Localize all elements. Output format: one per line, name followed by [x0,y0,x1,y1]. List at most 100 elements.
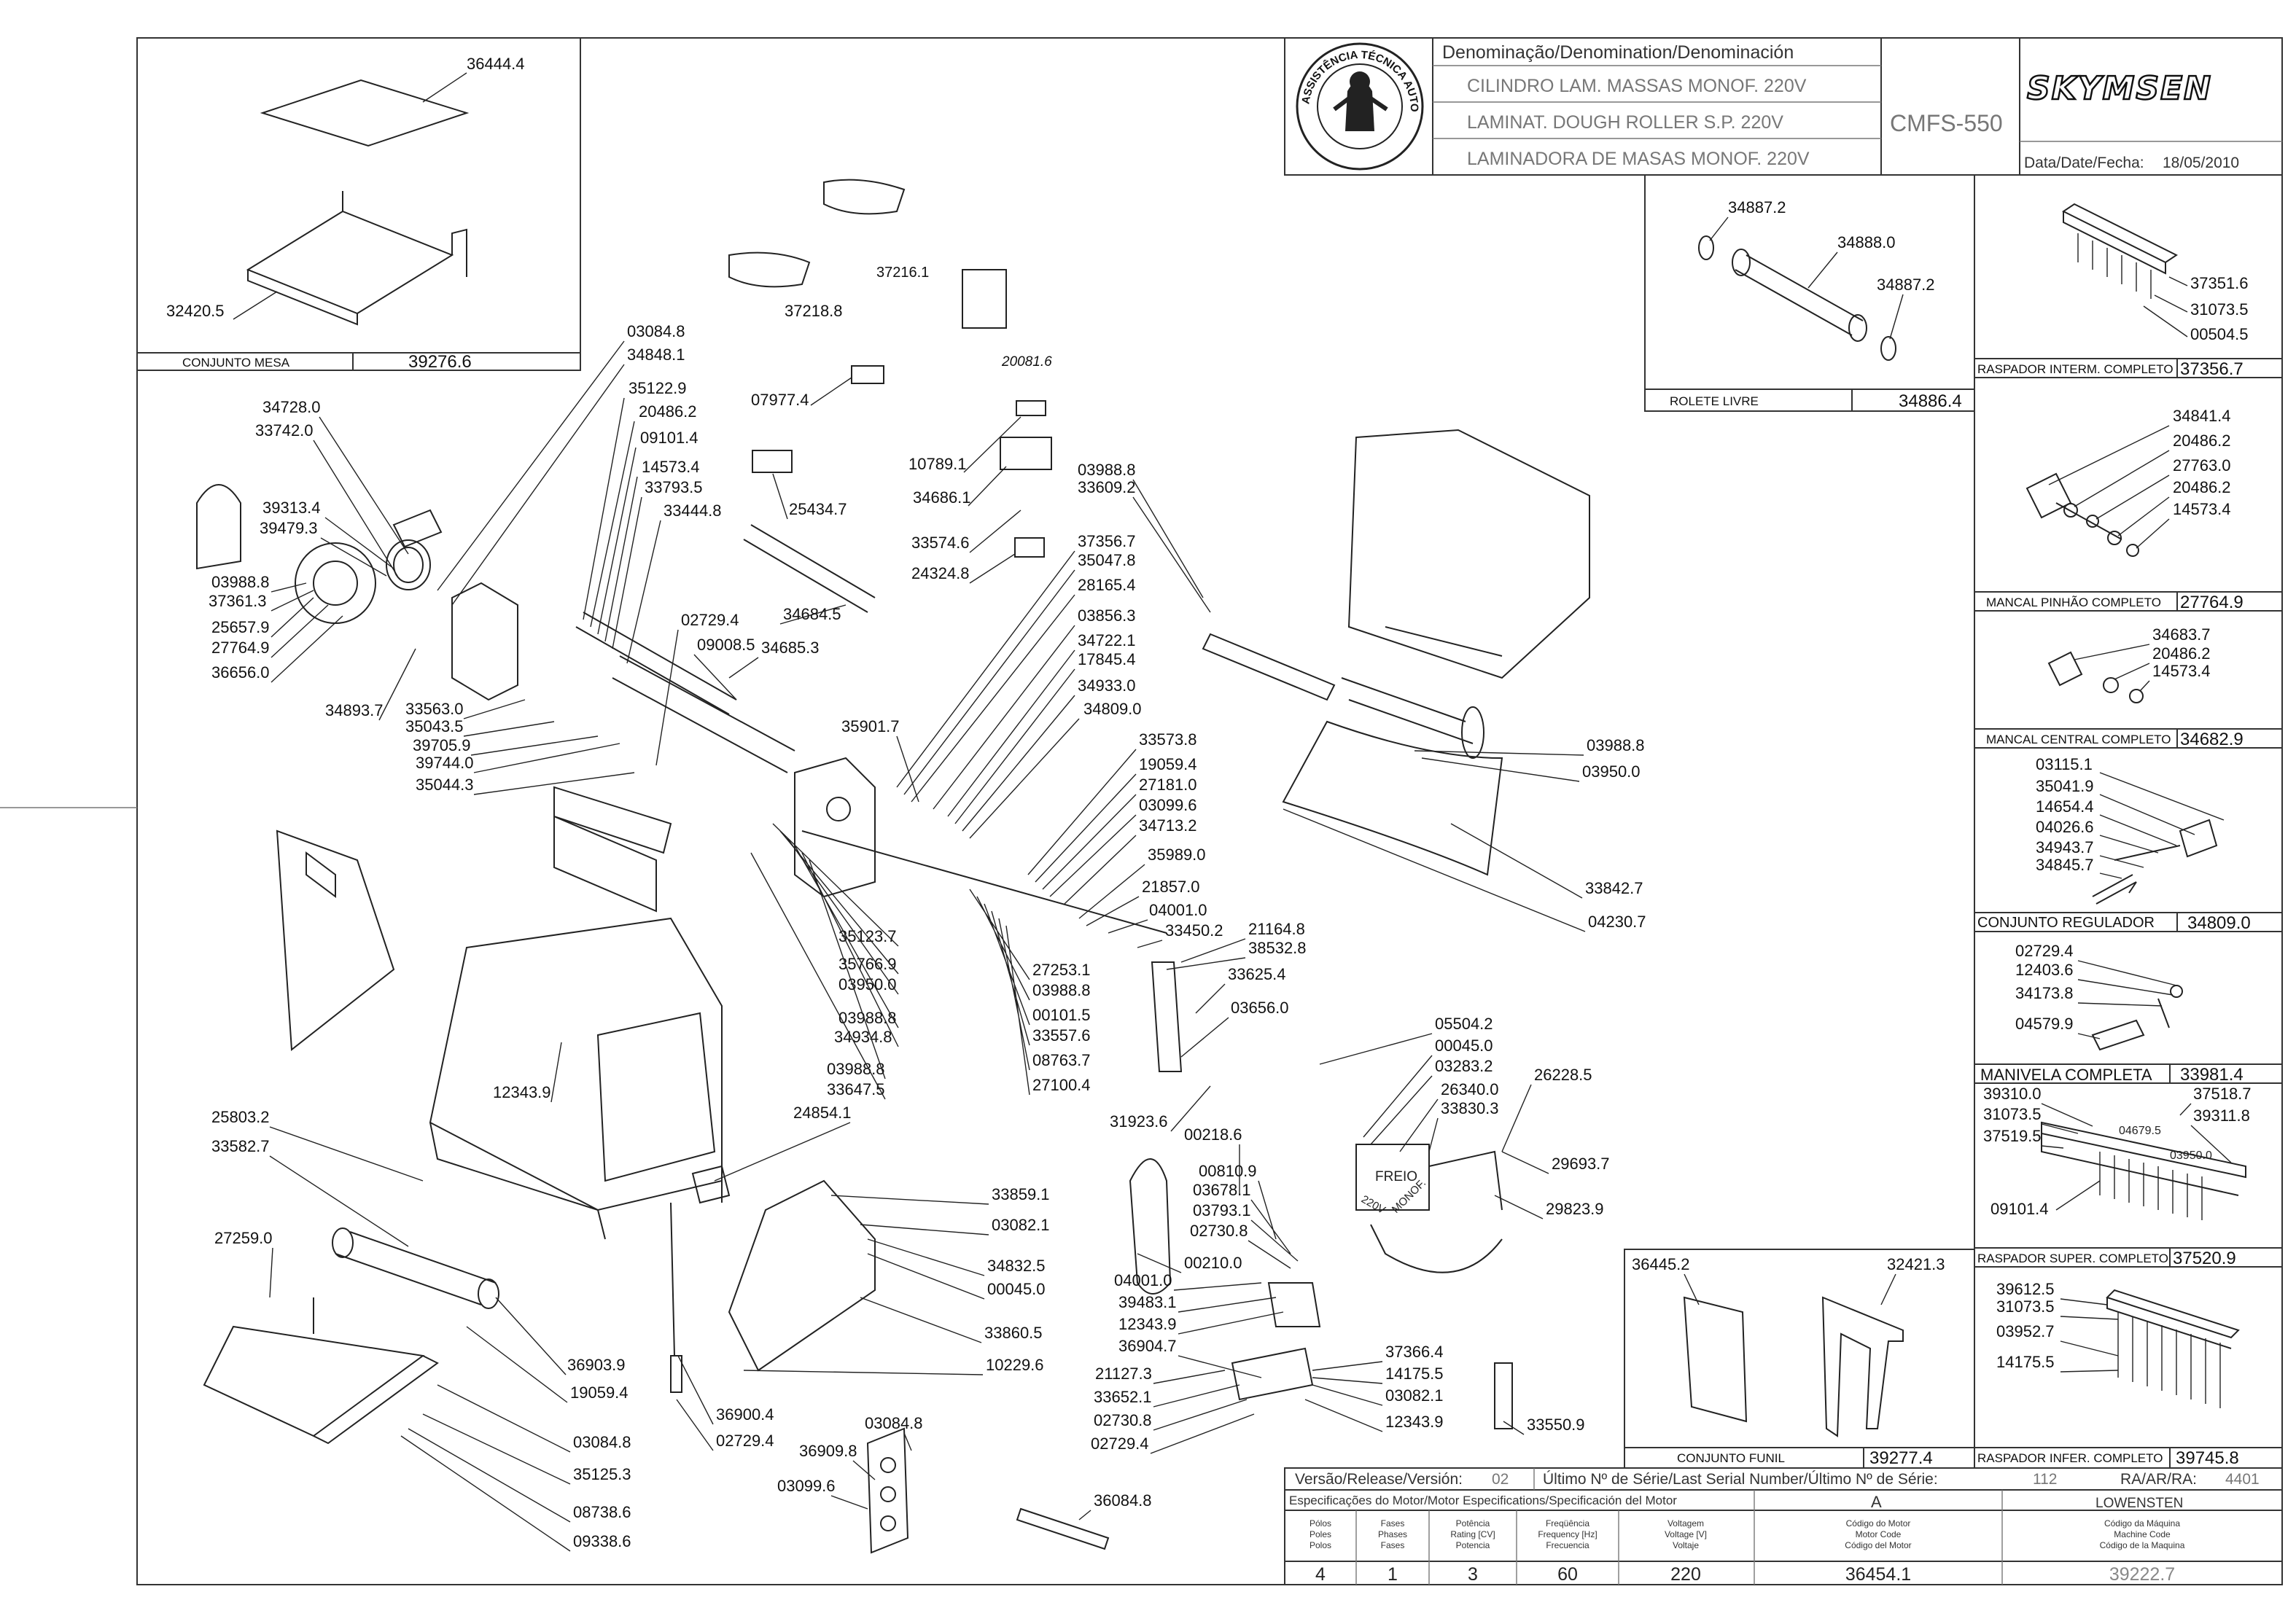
label-plate-icon [1000,437,1052,470]
spec-value-phases: 1 [1388,1564,1398,1585]
callout-label: 33444.8 [663,501,722,520]
spec-value-motor-code: 36454.1 [1845,1564,1911,1585]
callout-label: 27100.4 [1032,1076,1091,1094]
part: 34841.4 [2173,407,2231,425]
svg-text:ASSISTÊNCIA TÉCNICA AUTORIZADA: ASSISTÊNCIA TÉCNICA AUTORIZADA [0,0,1420,112]
caption: MANCAL PINHÃO COMPLETO [1986,596,2161,609]
col-header: Fases [1381,1518,1405,1529]
title-block: ASSISTÊNCIA TÉCNICA AUTORIZADA Denominaç… [0,0,2283,176]
part: 36444.4 [467,55,525,73]
spec-value-rating: 3 [1468,1564,1478,1585]
callout-label: 33450.2 [1165,921,1223,940]
serial-label: Último Nº de Série/Last Serial Number/Úl… [1543,1471,1938,1488]
callout-label: 34933.0 [1078,676,1136,695]
col-header: Frequency [Hz] [1538,1529,1597,1539]
callout-label: 03950.0 [1582,762,1641,781]
callout-label: 34685.3 [761,639,820,657]
callout-label: 25803.2 [211,1108,270,1126]
callout-label: 03084.8 [573,1433,631,1451]
callout-label: 20081.6 [1001,354,1052,370]
col-header: Polos [1310,1540,1331,1550]
brand-logo: SKYMSEN [2027,70,2212,107]
callout-label: 33830.3 [1441,1099,1499,1117]
label-plate-icon [1014,537,1045,558]
callout-label: 33842.7 [1585,879,1643,897]
label-plate-icon [1016,400,1046,416]
callout-label: 37366.4 [1385,1343,1444,1361]
callouts-lower-group: 12343.9 25803.2 33582.7 27259.0 36903.9 … [211,1042,1152,1552]
part: 39311.8 [2193,1106,2250,1125]
caption: RASPADOR SUPER. COMPLETO [1977,1252,2168,1265]
callout-label: 34686.1 [913,488,971,507]
callout-label: 14573.4 [642,458,700,476]
part: 20486.2 [2152,644,2211,663]
part: 27763.0 [2173,456,2231,475]
part: 39612.5 [1996,1280,2055,1298]
version-label: Versão/Release/Versión: [1295,1471,1463,1488]
logo-decal-icon [728,251,811,288]
callout-label: 10229.6 [986,1356,1044,1374]
callout-label: 33609.2 [1078,478,1136,496]
col-header: Frecuencia [1546,1540,1589,1550]
callouts-decals-group: 37216.1 37218.8 20081.6 07977.4 10789.1 … [728,179,1052,584]
part: 02729.4 [2015,942,2074,960]
code: 33981.4 [2180,1065,2244,1085]
part: 34683.7 [2152,625,2211,644]
col-header: Potencia [1456,1540,1490,1550]
part: 34887.2 [1728,198,1786,216]
callout-label: 25657.9 [211,618,270,636]
callout-label: 03988.8 [1078,461,1136,479]
callout-label: 34722.1 [1078,631,1136,649]
callout-label: 02729.4 [681,611,739,629]
part: 34173.8 [2015,984,2074,1002]
part: 36445.2 [1632,1255,1690,1273]
callout-label: 14175.5 [1385,1365,1444,1383]
box-conjunto-funil: CONJUNTO FUNIL 39277.4 36445.2 32421.3 [1624,1249,1975,1469]
part: 34888.0 [1837,233,1896,251]
part: 04579.9 [2015,1015,2074,1033]
callout-label: 03988.8 [211,573,270,591]
col-header: Código da Máquina [2104,1518,2180,1529]
part: 32420.5 [166,302,225,320]
part: 14573.4 [2152,662,2211,680]
label-plate-icon [752,450,793,473]
callout-label: 27259.0 [214,1229,273,1247]
part: 34943.7 [2036,838,2094,856]
box-mancal-central: MANCAL CENTRAL COMPLETO 34682.9 34683.7 … [1974,625,2282,749]
part: 14573.4 [2173,500,2231,518]
callout-label: 35122.9 [629,379,687,397]
callout-label: 10789.1 [908,455,967,473]
date-value: 18/05/2010 [2163,155,2239,171]
code: 34682.9 [2180,730,2244,749]
box-manivela-completa: MANIVELA COMPLETA 33981.4 02729.4 12403.… [1974,942,2282,1085]
caption: ROLETE LIVRE [1670,394,1759,408]
callout-label: 26340.0 [1441,1080,1499,1098]
callouts-left-group: 34728.0 33742.0 39313.4 39479.3 03988.8 … [209,398,416,721]
callout-label: 00810.9 [1199,1162,1257,1180]
sheet-border [136,37,2283,1585]
date-label: Data/Date/Fecha: [2024,155,2144,171]
col-header: Voltaje [1673,1540,1699,1550]
col-header: Voltage [V] [1665,1529,1707,1539]
model-code: CMFS-550 [1890,110,2003,136]
callout-label: 04001.0 [1149,901,1207,919]
callout-label: 37216.1 [876,265,929,281]
box-raspador-super: RASPADOR SUPER. COMPLETO 37520.9 39310.0… [1974,1085,2282,1268]
part: 31073.5 [2190,300,2249,319]
callout-label: 03283.2 [1435,1057,1493,1075]
spec-value-machine-code: 39222.7 [2109,1564,2175,1585]
col-header: Potência [1456,1518,1490,1529]
part: 37518.7 [2193,1085,2252,1103]
callout-label: 33582.7 [211,1137,270,1155]
logo-decal-icon [823,179,906,215]
callout-label: 34893.7 [325,701,384,719]
code: 39277.4 [1869,1448,1933,1468]
callout-label: 07977.4 [751,391,809,409]
callout-label: 04230.7 [1588,913,1646,931]
callout-label: 31923.6 [1110,1112,1168,1131]
box-raspador-interm: RASPADOR INTERM. COMPLETO 37356.7 37351.… [1974,203,2282,379]
callout-label: 36903.9 [567,1356,626,1374]
col-header: Fases [1381,1540,1405,1550]
callout-label: 33625.4 [1228,965,1286,983]
